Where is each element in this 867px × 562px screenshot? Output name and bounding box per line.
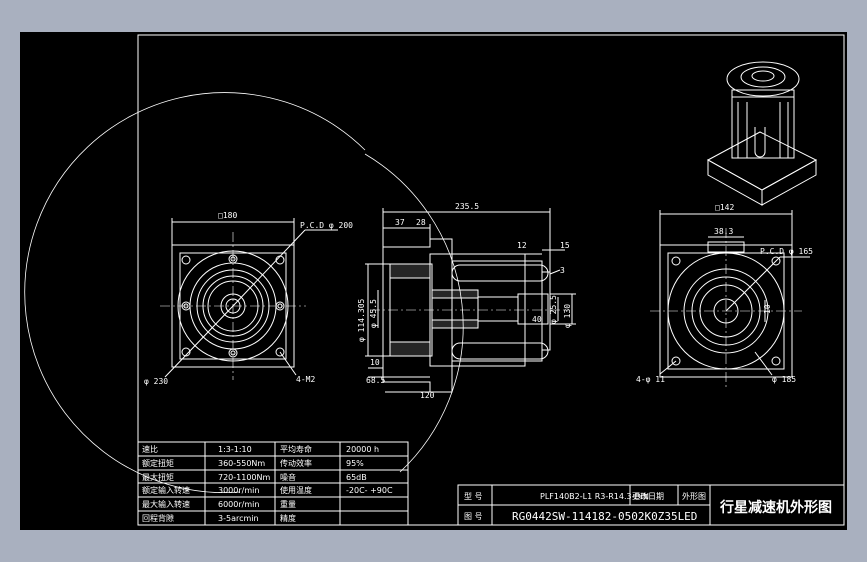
right-view [650, 210, 810, 387]
section-dim-10: 10 [370, 358, 380, 367]
title-main: 行星减速机外形图 [719, 499, 832, 516]
title-label-change: 更改日期 [632, 491, 664, 501]
section-dim-3: 3 [560, 266, 565, 275]
front-pcd-label: P.C.D φ 200 [300, 221, 353, 230]
spec-cell-v2: -20C- +90C [346, 486, 393, 495]
spec-cell-k1: 回程背隙 [142, 513, 174, 523]
section-dim-15: 15 [560, 241, 570, 250]
right-holes-label: 4-φ 11 [636, 375, 665, 384]
spec-cell-v2: 95% [346, 459, 364, 468]
section-dim-120: 120 [420, 391, 435, 400]
section-dim-28: 28 [416, 218, 426, 227]
right-width-label: □142 [715, 203, 734, 212]
spec-cell-k1: 最大输入转速 [142, 499, 190, 509]
section-view [365, 208, 576, 393]
right-key-width: 38.3 [714, 227, 733, 236]
spec-cell-k1: 速比 [142, 444, 158, 454]
spec-cell-v1: 720-1100Nm [218, 473, 271, 482]
spec-cell-k2: 传动效率 [280, 458, 312, 468]
title-block: 型 号 PLF140B2-L1 R3-R14.3-DIN 更改日期 外形图 图 … [457, 484, 845, 526]
spec-cell-k1: 额定输入转速 [142, 485, 190, 495]
spec-cell-k2: 精度 [280, 513, 296, 523]
section-dim-40: 40 [532, 315, 542, 324]
spec-cell-v1: 6000r/min [218, 500, 259, 509]
spec-cell-k2: 重量 [280, 499, 296, 509]
title-label-view: 外形图 [682, 491, 706, 501]
title-drawing-number: RG0442SW-114182-0502K0Z35LED [512, 510, 697, 523]
section-bore-dia: φ 114.305 [357, 298, 366, 342]
spec-cell-v1: 1:3-1:10 [218, 445, 252, 454]
title-label-drawing: 图 号 [464, 512, 483, 521]
section-total-length: 235.5 [455, 202, 479, 211]
spec-cell-k1: 最大扭矩 [142, 472, 174, 482]
spec-cell-k2: 平均寿命 [280, 444, 312, 454]
spec-cell-k2: 使用温度 [280, 485, 312, 495]
spec-table: 速比 1:3-1:10 平均寿命 20000 h 额定扭矩 360-550Nm 传动效率 95… [137, 441, 409, 526]
section-dim-37: 37 [395, 218, 405, 227]
right-dim-10: 10 [763, 304, 772, 314]
right-outer-dia: φ 185 [772, 375, 796, 384]
spec-cell-v1: 3-5arcmin [218, 514, 259, 523]
front-width-label: □180 [218, 211, 237, 220]
isometric-view [706, 61, 818, 206]
spec-cell-v1: 360-550Nm [218, 459, 265, 468]
cad-drawing: □180 P.C.D φ 200 φ 230 4-M2 235.5 37 28 … [24, 34, 845, 526]
spec-cell-k1: 额定扭矩 [142, 458, 174, 468]
construction-arc [24, 92, 366, 493]
spec-cell-v1: 3000r/min [218, 486, 259, 495]
right-pcd-label: P.C.D φ 165 [760, 247, 813, 256]
spec-cell-k2: 噪音 [280, 472, 296, 482]
front-holes-label: 4-M2 [296, 375, 315, 384]
spec-cell-v2: 65dB [346, 473, 367, 482]
front-view [160, 218, 338, 380]
drawing-canvas: □180 P.C.D φ 200 φ 230 4-M2 235.5 37 28 … [20, 32, 847, 530]
construction-arc-2 [364, 153, 464, 473]
section-inner-dia: φ 45.5 [369, 299, 378, 328]
section-dim-68-5: 68.5 [366, 376, 385, 385]
title-model-top: PLF140B2-L1 R3-R14.3-DIN [540, 492, 649, 501]
spec-cell-v2: 20000 h [346, 445, 379, 454]
front-outer-dia-label: φ 230 [144, 377, 168, 386]
title-label-model: 型 号 [464, 492, 483, 501]
section-outer-dia: φ 130 [563, 304, 572, 328]
section-dim-12: 12 [517, 241, 527, 250]
section-shaft-dia: φ 25.5 [549, 295, 558, 324]
